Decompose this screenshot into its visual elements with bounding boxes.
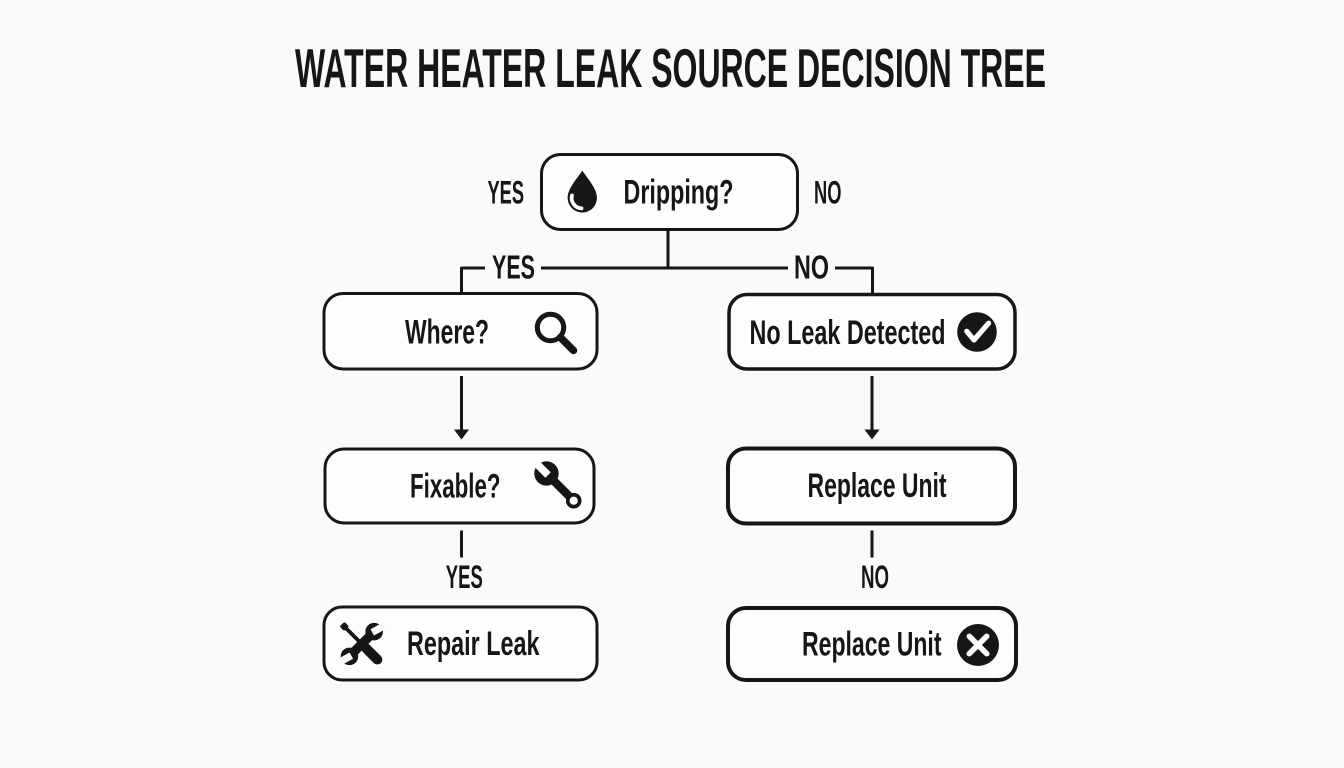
svg-text:Where?: Where? bbox=[405, 314, 489, 352]
svg-text:YES: YES bbox=[488, 175, 525, 211]
svg-text:WATER HEATER LEAK SOURCE DECIS: WATER HEATER LEAK SOURCE DECISION TREE bbox=[295, 37, 1046, 99]
svg-text:NO: NO bbox=[861, 559, 889, 595]
svg-text:YES: YES bbox=[492, 249, 535, 286]
svg-text:NO: NO bbox=[814, 175, 842, 211]
svg-text:Dripping?: Dripping? bbox=[624, 174, 734, 212]
svg-text:No Leak Detected: No Leak Detected bbox=[750, 314, 946, 352]
svg-text:Fixable?: Fixable? bbox=[410, 467, 501, 505]
svg-text:NO: NO bbox=[794, 249, 829, 286]
svg-text:Repair Leak: Repair Leak bbox=[407, 625, 540, 663]
svg-text:Replace Unit: Replace Unit bbox=[808, 467, 947, 505]
svg-text:YES: YES bbox=[446, 559, 483, 595]
svg-text:Replace Unit: Replace Unit bbox=[802, 626, 942, 664]
